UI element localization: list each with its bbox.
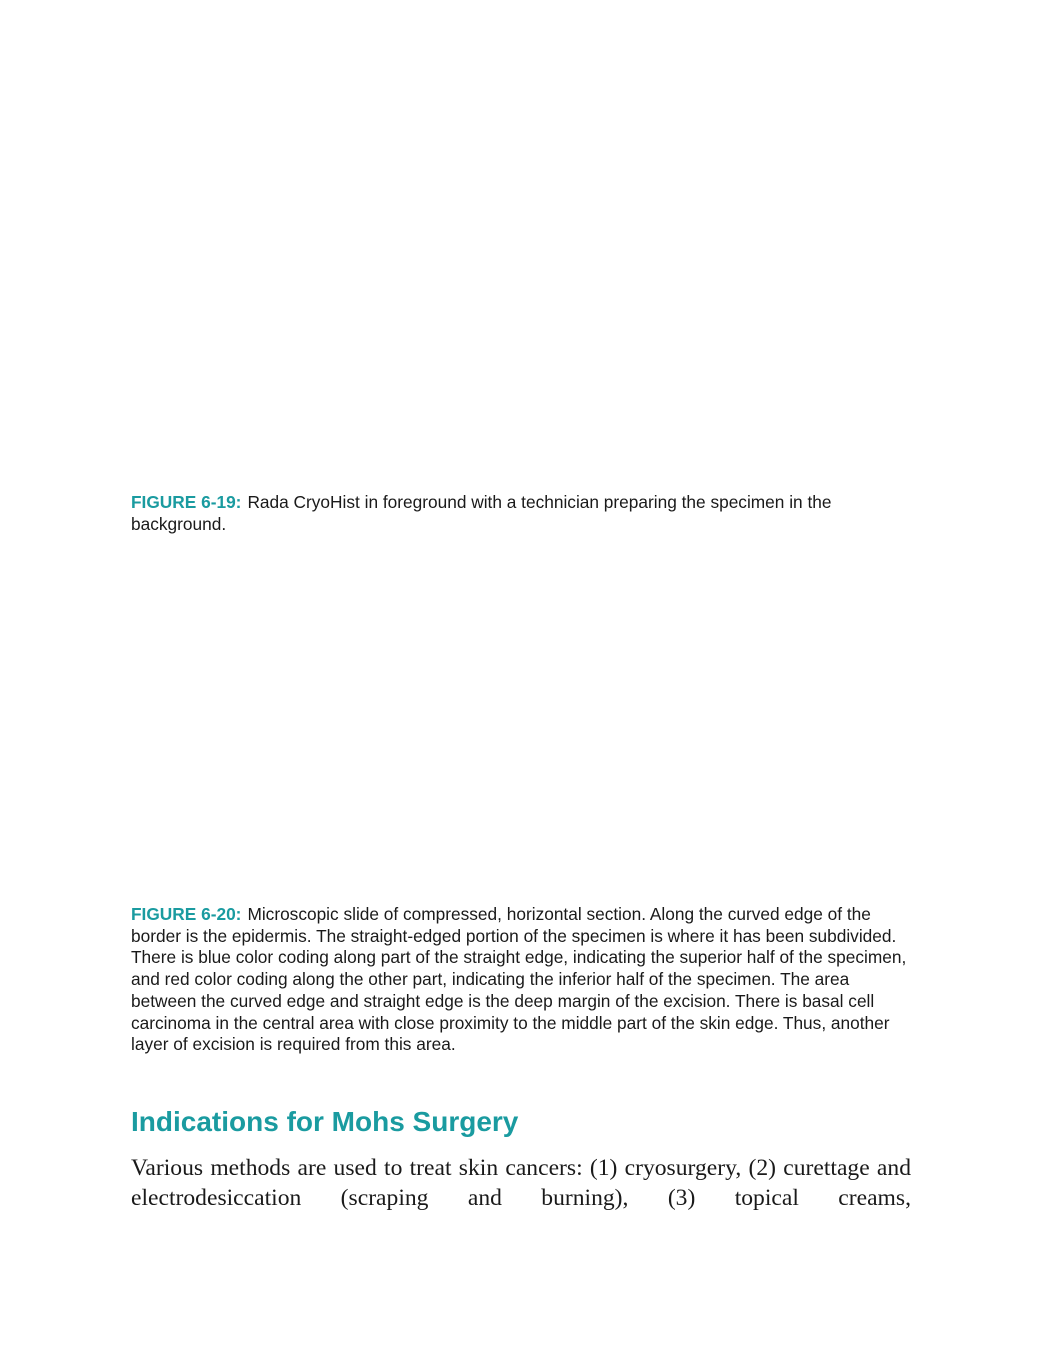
figure-6-20-caption: FIGURE 6-20:Microscopic slide of compres… (131, 904, 916, 1056)
figure-6-19-caption-text: Rada CryoHist in foreground with a techn… (131, 492, 832, 534)
figure-6-20-caption-text: Microscopic slide of compressed, horizon… (131, 904, 907, 1055)
figure-6-19-caption: FIGURE 6-19:Rada CryoHist in foreground … (131, 492, 921, 535)
figure-6-20-label: FIGURE 6-20: (131, 904, 242, 924)
figure-6-19-image-area (131, 60, 911, 480)
body-paragraph: Various methods are used to treat skin c… (131, 1155, 911, 1211)
figure-6-19-label: FIGURE 6-19: (131, 492, 242, 512)
section-heading: Indications for Mohs Surgery (131, 1106, 519, 1137)
figure-6-20-image-area (131, 560, 911, 895)
